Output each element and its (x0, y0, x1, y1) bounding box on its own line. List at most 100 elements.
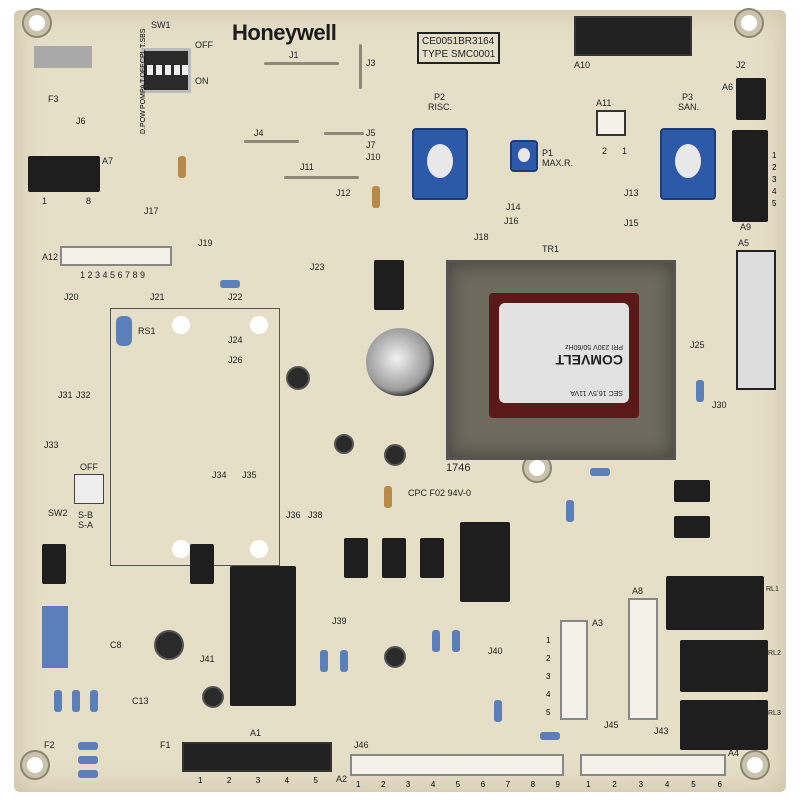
pin-label: 1 (622, 146, 628, 156)
connector-a5[interactable] (736, 250, 776, 390)
sw1-pos-label: POMPA (140, 84, 147, 110)
date-code: 1746 (446, 462, 471, 474)
resistor (72, 690, 80, 712)
pin-label: 2 (772, 163, 777, 172)
potentiometer-p3[interactable] (660, 128, 716, 200)
pin-label: 3 (546, 672, 551, 681)
a4-label: A4 (728, 748, 740, 758)
resistor (54, 690, 62, 712)
capacitor (334, 434, 354, 454)
pin-label: 7 (505, 780, 511, 789)
j34-label: J34 (212, 470, 227, 480)
sw2-pos-label: S-B (78, 510, 94, 520)
pin-label: 5 (772, 199, 777, 208)
connector-a9[interactable] (732, 130, 768, 222)
connector-a11[interactable] (596, 110, 626, 136)
electrolytic-capacitor (366, 328, 434, 396)
optocoupler (420, 538, 444, 578)
resistor (340, 650, 348, 672)
sw1-off-label: OFF (195, 40, 213, 50)
mounting-hole (742, 752, 768, 778)
j40-label: J40 (488, 646, 503, 656)
c8-label: C8 (110, 640, 122, 650)
sw1-pos-label: T.OFF (140, 64, 147, 84)
j35-label: J35 (242, 470, 257, 480)
pin-label: 2 (602, 146, 608, 156)
jumper-j4 (244, 140, 299, 143)
pin-label: 2 (380, 780, 386, 789)
j1-label: J1 (289, 50, 299, 60)
pin-label: 1 (546, 636, 551, 645)
j11-label: J11 (300, 162, 314, 172)
rl2-label: RL2 (768, 650, 781, 657)
pin-label: 3 (638, 780, 644, 789)
j43-label: J43 (654, 726, 669, 736)
a6-label: A6 (722, 82, 734, 92)
j17-label: J17 (144, 206, 159, 216)
resistor (696, 380, 704, 402)
sw1-pos-label: T.SBS (140, 28, 147, 49)
relay (460, 522, 510, 602)
resistor (90, 690, 98, 712)
resistor (452, 630, 460, 652)
connector-a7[interactable] (28, 156, 100, 192)
a8-label: A8 (632, 586, 644, 596)
pin-label: 6 (480, 780, 486, 789)
dip-switch-sw1[interactable] (141, 48, 191, 93)
potentiometer-p1[interactable] (510, 140, 538, 172)
j13-label: J13 (624, 188, 639, 198)
pin-label: 1 (198, 776, 203, 785)
relay-rl2 (680, 640, 768, 692)
j16-label: J16 (504, 216, 519, 226)
ic-chip (674, 480, 710, 502)
resistor (590, 468, 610, 476)
rl3-label: RL3 (768, 710, 781, 717)
f2-label: F2 (44, 740, 55, 750)
mounting-hole (22, 752, 48, 778)
capacitor (154, 630, 184, 660)
connector-a3[interactable] (560, 620, 588, 720)
j25-label: J25 (690, 340, 705, 350)
transformer-label: SEC 16,5V 11VA COMVELT PRI 230V 50/60Hz (499, 303, 629, 403)
connector-a8[interactable] (628, 598, 658, 720)
connector-a1[interactable] (182, 742, 332, 772)
voltage-regulator (374, 260, 404, 310)
connector-a4[interactable] (580, 754, 726, 776)
pin-label: 5 (313, 776, 318, 785)
pin-label: 4 (430, 780, 436, 789)
resistor (432, 630, 440, 652)
capacitor (202, 686, 224, 708)
connector-a2[interactable] (350, 754, 564, 776)
pin-label: 1 (42, 196, 48, 206)
pin-label: 9 (555, 780, 560, 789)
pcb-board: Honeywell CE0051BR3164 TYPE SMC0001 SW1 … (14, 10, 786, 792)
j12-label: J12 (336, 188, 351, 198)
pin-label: 3 (405, 780, 411, 789)
potentiometer-p2[interactable] (412, 128, 468, 200)
dip-switch-sw2[interactable] (74, 474, 104, 504)
j20-label: J20 (64, 292, 79, 302)
capacitor (286, 366, 310, 390)
connector-a12[interactable] (60, 246, 172, 266)
connector-a10[interactable] (574, 16, 692, 56)
a3-label: A3 (592, 618, 604, 628)
resistor (566, 500, 574, 522)
mounting-hole (172, 316, 190, 334)
capacitor (384, 444, 406, 466)
relay (230, 566, 296, 706)
j31-label: J31 (58, 390, 73, 400)
j36-label: J36 (286, 510, 301, 520)
j45-label: J45 (604, 720, 619, 730)
jumper-j5 (324, 132, 364, 135)
pin-label: 4 (284, 776, 290, 785)
pin-label: 5 (546, 708, 551, 717)
connector-a6[interactable] (736, 78, 766, 120)
mounting-hole (250, 316, 268, 334)
a5-label: A5 (738, 238, 750, 248)
resistor (540, 732, 560, 740)
a12-label: A12 (42, 252, 59, 262)
sw2-pos-label: S-A (78, 520, 94, 530)
